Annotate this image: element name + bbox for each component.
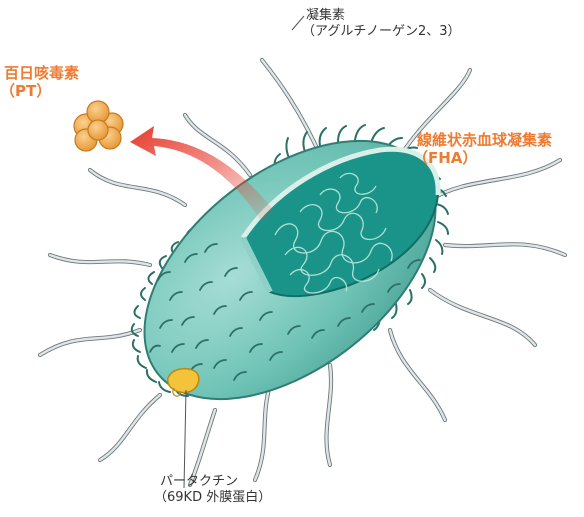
pt-name: 百日咳毒素 (4, 64, 79, 82)
fha-label: 線維状赤血球凝集素 （FHA） (417, 131, 552, 167)
pertactin-detail: （69KD 外膜蛋白） (154, 490, 271, 506)
agglutinogen-label: 凝集素 （アグルチノーゲン2、3） (306, 8, 461, 39)
pt-label: 百日咳毒素 （PT） (4, 64, 79, 100)
fha-abbr: （FHA） (413, 149, 552, 167)
pt-abbr: （PT） (0, 82, 79, 100)
agglutinogen-detail: （アグルチノーゲン2、3） (302, 24, 461, 40)
secretion-arrow (130, 126, 275, 222)
pertactin-label: パータクチン （69KD 外膜蛋白） (170, 474, 271, 505)
agglutinogen-name: 凝集素 (306, 8, 461, 24)
pertactin-name: パータクチン (160, 474, 271, 490)
pertussis-toxin (74, 101, 123, 151)
fha-name: 線維状赤血球凝集素 (417, 131, 552, 149)
